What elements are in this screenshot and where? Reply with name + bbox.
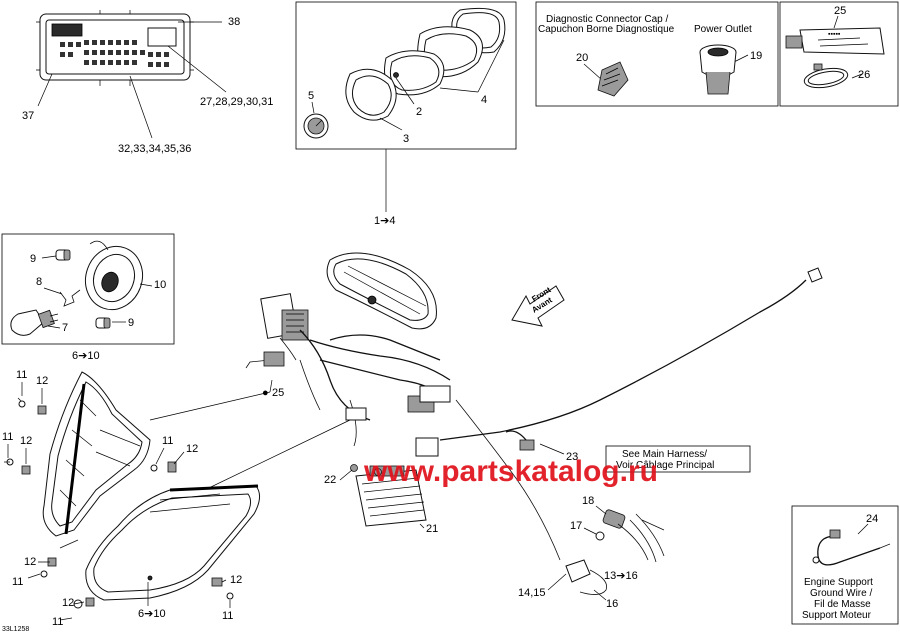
diag-cap-label-1: Diagnostic Connector Cap / xyxy=(546,14,669,25)
power-outlet-label: Power Outlet xyxy=(694,24,752,35)
callout-7: 7 xyxy=(62,322,68,334)
voltage-regulator xyxy=(355,465,427,527)
callout-21: 21 xyxy=(426,523,438,535)
callout-19: 19 xyxy=(750,50,762,62)
callout-14-15: 14,15 xyxy=(518,587,546,599)
drawing-id: 33L1258 xyxy=(2,626,29,633)
instrument-cluster xyxy=(326,252,437,330)
callout-32-36: 32,33,34,35,36 xyxy=(118,143,191,155)
diag-cap-label-2: Capuchon Borne Diagnostique xyxy=(538,24,675,35)
grease-tube-icon: ▪▪▪▪▪ xyxy=(785,27,885,55)
ground-label-2: Ground Wire / xyxy=(810,588,872,599)
callout-12-b: 12 xyxy=(20,435,32,447)
ground-label-3: Fil de Masse xyxy=(814,599,871,610)
callout-11-e: 11 xyxy=(52,616,63,628)
callout-26: 26 xyxy=(858,69,870,81)
callout-2: 2 xyxy=(416,106,422,118)
callout-24: 24 xyxy=(866,513,878,525)
callout-12-e: 12 xyxy=(62,597,74,609)
callout-11-b: 11 xyxy=(2,431,13,443)
headlight-bulb-box xyxy=(1,233,175,345)
callout-11-f: 11 xyxy=(222,610,233,622)
callout-18: 18 xyxy=(582,495,594,507)
regulator-nuts xyxy=(350,464,382,476)
callout-12-c: 12 xyxy=(186,443,198,455)
callout-11-c: 11 xyxy=(162,435,173,447)
power-outlet-part xyxy=(699,44,737,95)
tether-switch-assembly xyxy=(565,509,665,595)
fastener-nut-b xyxy=(21,465,31,475)
headlight-reflector xyxy=(85,240,143,311)
callout-23: 23 xyxy=(566,451,578,463)
see-main-harness-line1: See Main Harness/ xyxy=(622,449,707,460)
callout-6-10-b: 6➔10 xyxy=(138,608,166,620)
right-headlight-housing xyxy=(85,484,260,601)
retaining-spring-clip xyxy=(59,289,81,307)
fastener-screw-c xyxy=(150,464,158,472)
callout-9-a: 9 xyxy=(30,253,36,265)
svg-text:▪▪▪▪▪: ▪▪▪▪▪ xyxy=(828,31,841,38)
fuse-box-assembly xyxy=(36,10,194,86)
fastener-nut-c xyxy=(167,461,177,473)
callout-10: 10 xyxy=(154,279,166,291)
callout-37: 37 xyxy=(22,110,34,122)
gauge-parts-box xyxy=(295,1,517,150)
ground-wire-part xyxy=(812,529,891,566)
bulb-socket-small-bottom xyxy=(95,317,111,329)
gauge-exploded-parts xyxy=(303,7,506,139)
see-main-harness-line2: Voir Câblage Principal xyxy=(616,460,714,471)
callout-16: 16 xyxy=(606,598,618,610)
hose-clamp-icon xyxy=(803,63,849,89)
callout-25-mid: 25 xyxy=(272,387,284,399)
accessories-box xyxy=(535,1,779,107)
callout-4: 4 xyxy=(481,94,487,106)
callout-11-d: 11 xyxy=(12,576,23,588)
halogen-bulb xyxy=(10,309,59,336)
callout-25-top: 25 xyxy=(834,5,846,17)
ground-wire-box xyxy=(791,505,899,625)
tube-clamp-box xyxy=(779,1,899,107)
bulb-socket-small-top xyxy=(55,249,71,261)
fastener-screw-b xyxy=(4,458,14,466)
ground-label-4: Support Moteur xyxy=(802,610,872,621)
callout-6-10-a: 6➔10 xyxy=(72,350,100,362)
fastener-nut-a xyxy=(37,405,47,415)
callout-5: 5 xyxy=(308,90,314,102)
see-main-harness-box xyxy=(605,445,751,473)
callout-12-f: 12 xyxy=(230,574,242,586)
callout-9-b: 9 xyxy=(128,317,134,329)
callout-17: 17 xyxy=(570,520,582,532)
front-direction-arrow: Front Avant xyxy=(511,285,565,327)
callout-8: 8 xyxy=(36,276,42,288)
callout-38: 38 xyxy=(228,16,240,28)
diagnostic-connector-cap xyxy=(597,61,629,97)
callout-22: 22 xyxy=(324,474,336,486)
callout-12-d: 12 xyxy=(24,556,36,568)
left-headlight-housing xyxy=(42,371,151,537)
wiring-harness xyxy=(245,267,823,561)
callout-13-16: 13➔16 xyxy=(604,570,638,582)
callout-11-a: 11 xyxy=(16,369,27,381)
callout-20: 20 xyxy=(576,52,588,64)
watermark-text: www.partskatalog.ru xyxy=(363,455,658,488)
callout-1-4: 1➔4 xyxy=(374,215,395,227)
fastener-screw-a xyxy=(17,397,26,408)
callout-27-31: 27,28,29,30,31 xyxy=(200,96,273,108)
callout-3: 3 xyxy=(403,133,409,145)
ground-label-1: Engine Support xyxy=(804,577,873,588)
callout-12-a: 12 xyxy=(36,375,48,387)
